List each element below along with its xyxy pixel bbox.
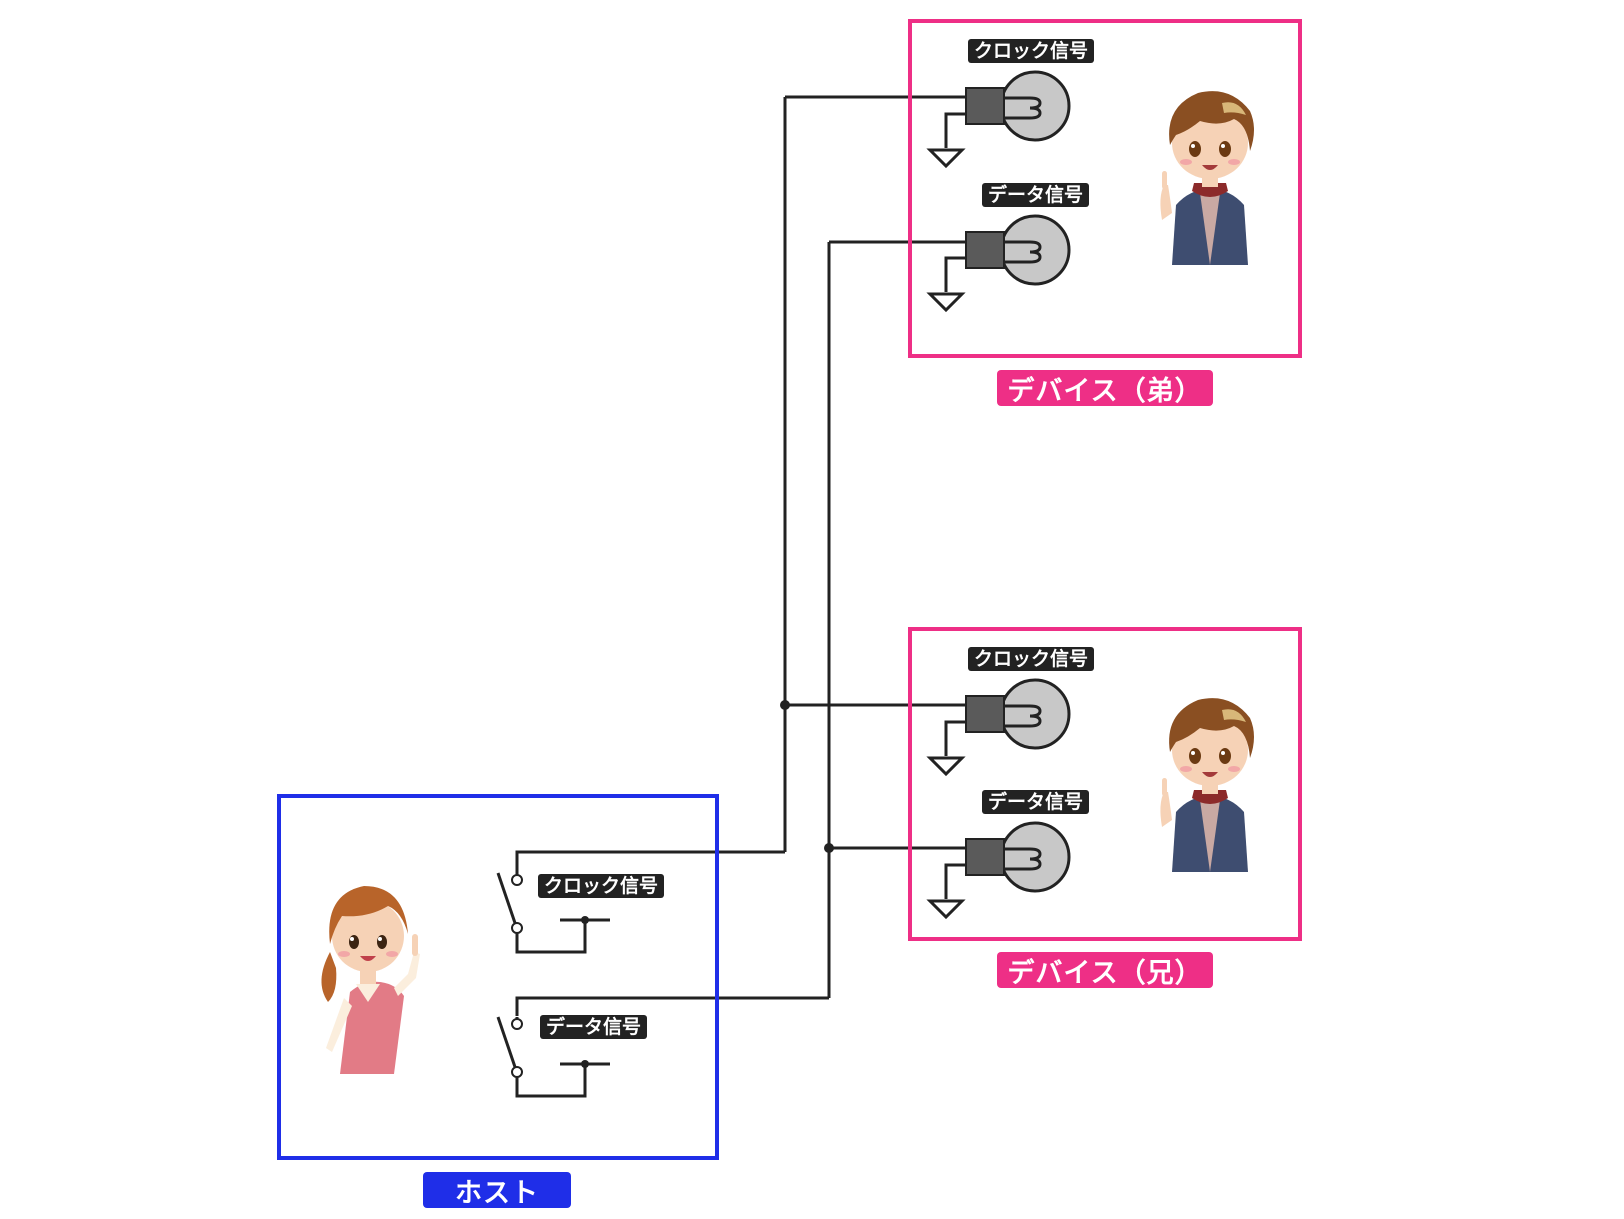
device-elder-data-label: データ信号 <box>982 790 1090 814</box>
data-host-wire <box>515 996 829 1016</box>
device-elder-box <box>908 627 1302 941</box>
device-elder-clock-label: クロック信号 <box>968 647 1095 671</box>
host-data-label: データ信号 <box>540 1015 648 1039</box>
host-box <box>277 794 719 1160</box>
girl-character-host-icon <box>321 886 420 1074</box>
boy-character-younger-icon <box>1160 91 1254 265</box>
device-younger-clock-label: クロック信号 <box>968 39 1095 63</box>
data-junction-dot <box>824 843 834 853</box>
clock-junction-dot <box>780 700 790 710</box>
device-elder-caption: デバイス（兄） <box>997 952 1213 989</box>
clock-host-wire <box>515 850 785 873</box>
host-caption: ホスト <box>423 1172 571 1209</box>
device-younger-data-label: データ信号 <box>982 183 1090 207</box>
host-clock-label: クロック信号 <box>538 874 665 898</box>
device-younger-caption: デバイス（弟） <box>997 370 1213 407</box>
boy-character-elder-icon <box>1160 698 1254 872</box>
device-younger-box <box>908 19 1302 358</box>
